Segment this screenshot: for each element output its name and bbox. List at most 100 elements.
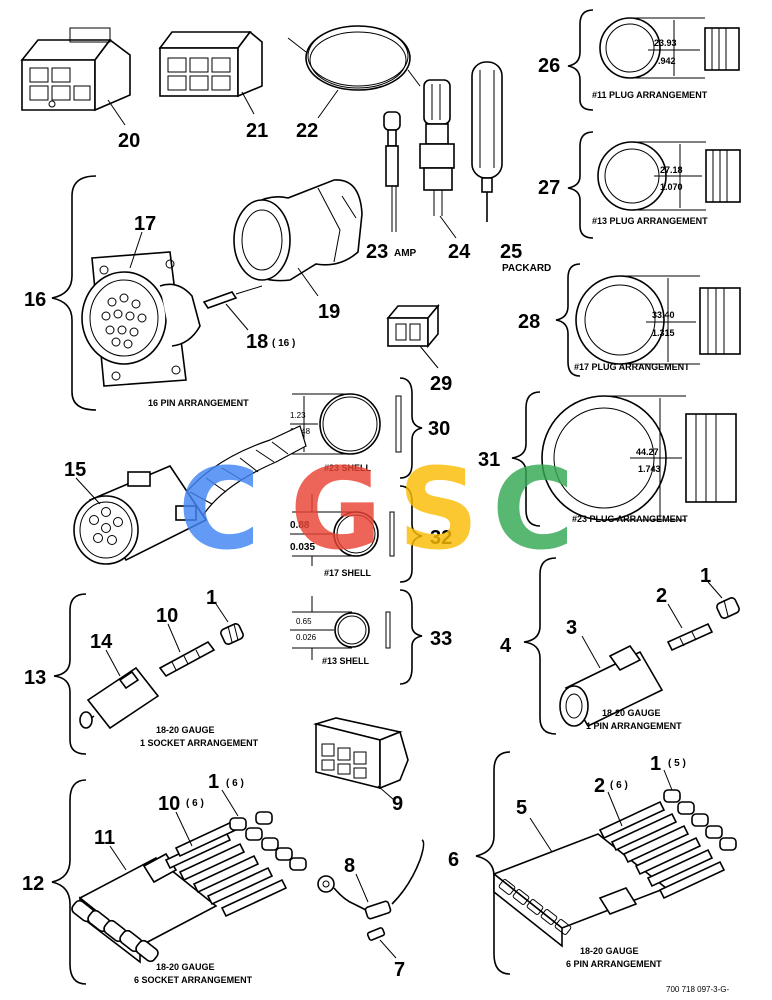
label-plug-13: #13 PLUG ARRANGEMENT [592, 216, 708, 226]
wire-coil-22 [287, 25, 421, 91]
label-gauge-4a: 18-20 GAUGE [602, 708, 661, 718]
connector-9 [312, 717, 409, 790]
callout-30: 30 [428, 418, 450, 440]
callout-12: 12 [22, 873, 44, 895]
ground-lead-8 [317, 839, 425, 920]
connector-29 [386, 303, 440, 349]
contact-18 [202, 285, 263, 309]
splice-7 [366, 927, 386, 941]
callout-11: 11 [94, 827, 115, 849]
label-gauge-12a: 18-20 GAUGE [156, 962, 215, 972]
shell-23-item-30 [290, 393, 402, 455]
watermark-letter-c1: C [178, 445, 260, 575]
plug-27 [597, 141, 741, 211]
dim-s17-in: 0.035 [290, 542, 315, 553]
dim-s23-mm: 1.23 [290, 411, 306, 420]
shell-17-item-32 [290, 494, 395, 566]
callout-21: 21 [246, 120, 268, 142]
label-gauge-4b: 1 PIN ARRANGEMENT [586, 721, 682, 731]
qty-10b: ( 6 ) [186, 798, 204, 809]
connector-15 [73, 425, 307, 565]
callout-7: 7 [394, 959, 405, 981]
callout-26: 26 [538, 55, 560, 77]
bracket-28 [555, 263, 581, 377]
callout-22: 22 [296, 120, 318, 142]
pin-housing-5 [492, 833, 668, 948]
callout-10a: 10 [156, 605, 178, 627]
qty-18: ( 16 ) [272, 338, 295, 349]
callout-24: 24 [448, 241, 471, 263]
plug-26 [599, 17, 740, 79]
pin-2a [666, 622, 714, 652]
watermark-letter-s: S [398, 445, 479, 575]
label-plug-11: #11 PLUG ARRANGEMENT [592, 90, 708, 100]
callout-2a: 2 [656, 585, 667, 607]
plug-19 [233, 179, 363, 282]
label-plug-17: #17 PLUG ARRANGEMENT [574, 362, 690, 372]
plug-28 [575, 275, 741, 365]
bracket-4 [523, 557, 557, 735]
label-gauge-6a: 18-20 GAUGE [580, 946, 639, 956]
bracket-31 [511, 391, 541, 527]
connector-21 [158, 30, 263, 98]
shell-13-item-33 [290, 596, 391, 660]
callout-29: 29 [430, 373, 452, 395]
callout-13: 13 [24, 667, 46, 689]
label-gauge-13a: 18-20 GAUGE [156, 725, 215, 735]
dim-31-mm: 44.27 [636, 447, 659, 457]
qty-1c: ( 6 ) [226, 778, 244, 789]
callout-17: 17 [134, 213, 156, 235]
pin-housing-3 [559, 644, 664, 728]
callout-8: 8 [344, 855, 355, 877]
qty-1d: ( 5 ) [668, 758, 686, 769]
watermark: C G S C [178, 445, 574, 575]
bracket-26 [567, 9, 594, 111]
dim-28-in: 1.315 [652, 328, 675, 338]
callout-28: 28 [518, 311, 540, 333]
dim-26-in: .942 [658, 56, 676, 66]
dim-26-mm: 23.93 [654, 38, 677, 48]
dim-27-in: 1.070 [660, 182, 683, 192]
sockets-10b [164, 818, 288, 918]
label-shell-17: #17 SHELL [324, 568, 372, 578]
label-16-pin: 16 PIN ARRANGEMENT [148, 398, 249, 408]
watermark-letter-g: G [290, 445, 382, 575]
callout-1c: 1 [208, 771, 219, 793]
label-plug-23: #23 PLUG ARRANGEMENT [572, 514, 688, 524]
watermark-letter-c2: C [492, 445, 574, 575]
callout-25: 25 [500, 241, 522, 263]
plug-31 [541, 395, 737, 521]
callout-2b: 2 [594, 775, 605, 797]
callout-16: 16 [24, 289, 46, 311]
connector-20 [20, 27, 131, 112]
callout-18: 18 [246, 331, 268, 353]
dim-s17-mm: 0.88 [290, 520, 310, 531]
label-shell-13: #13 SHELL [322, 656, 370, 666]
callout-3: 3 [566, 617, 577, 639]
callout-1a: 1 [206, 587, 217, 609]
label-packard: PACKARD [502, 263, 551, 274]
dim-31-in: 1.743 [638, 464, 661, 474]
callout-20: 20 [118, 130, 140, 152]
seals-1c [229, 811, 307, 871]
callout-33: 33 [430, 628, 452, 650]
label-shell-23: #23 SHELL [324, 463, 372, 473]
socket-housing-14 [79, 666, 160, 730]
label-gauge-12b: 6 SOCKET ARRANGEMENT [134, 975, 253, 985]
document-number: 700 718 097-3-G- [666, 985, 729, 994]
callout-6: 6 [448, 849, 459, 871]
callout-10b: 10 [158, 793, 180, 815]
seal-1a [220, 623, 244, 645]
extraction-tool-24 [419, 79, 455, 216]
callout-5: 5 [516, 797, 527, 819]
qty-2b: ( 6 ) [610, 780, 628, 791]
dim-27-mm: 27.18 [660, 165, 683, 175]
socket-10a [158, 640, 216, 678]
dim-28-mm: 33.40 [652, 310, 675, 320]
bracket-13 [53, 593, 87, 755]
seal-1b [716, 597, 740, 619]
bracket-12 [51, 779, 87, 985]
label-gauge-6b: 6 PIN ARRANGEMENT [566, 959, 662, 969]
label-amp: AMP [394, 248, 417, 259]
